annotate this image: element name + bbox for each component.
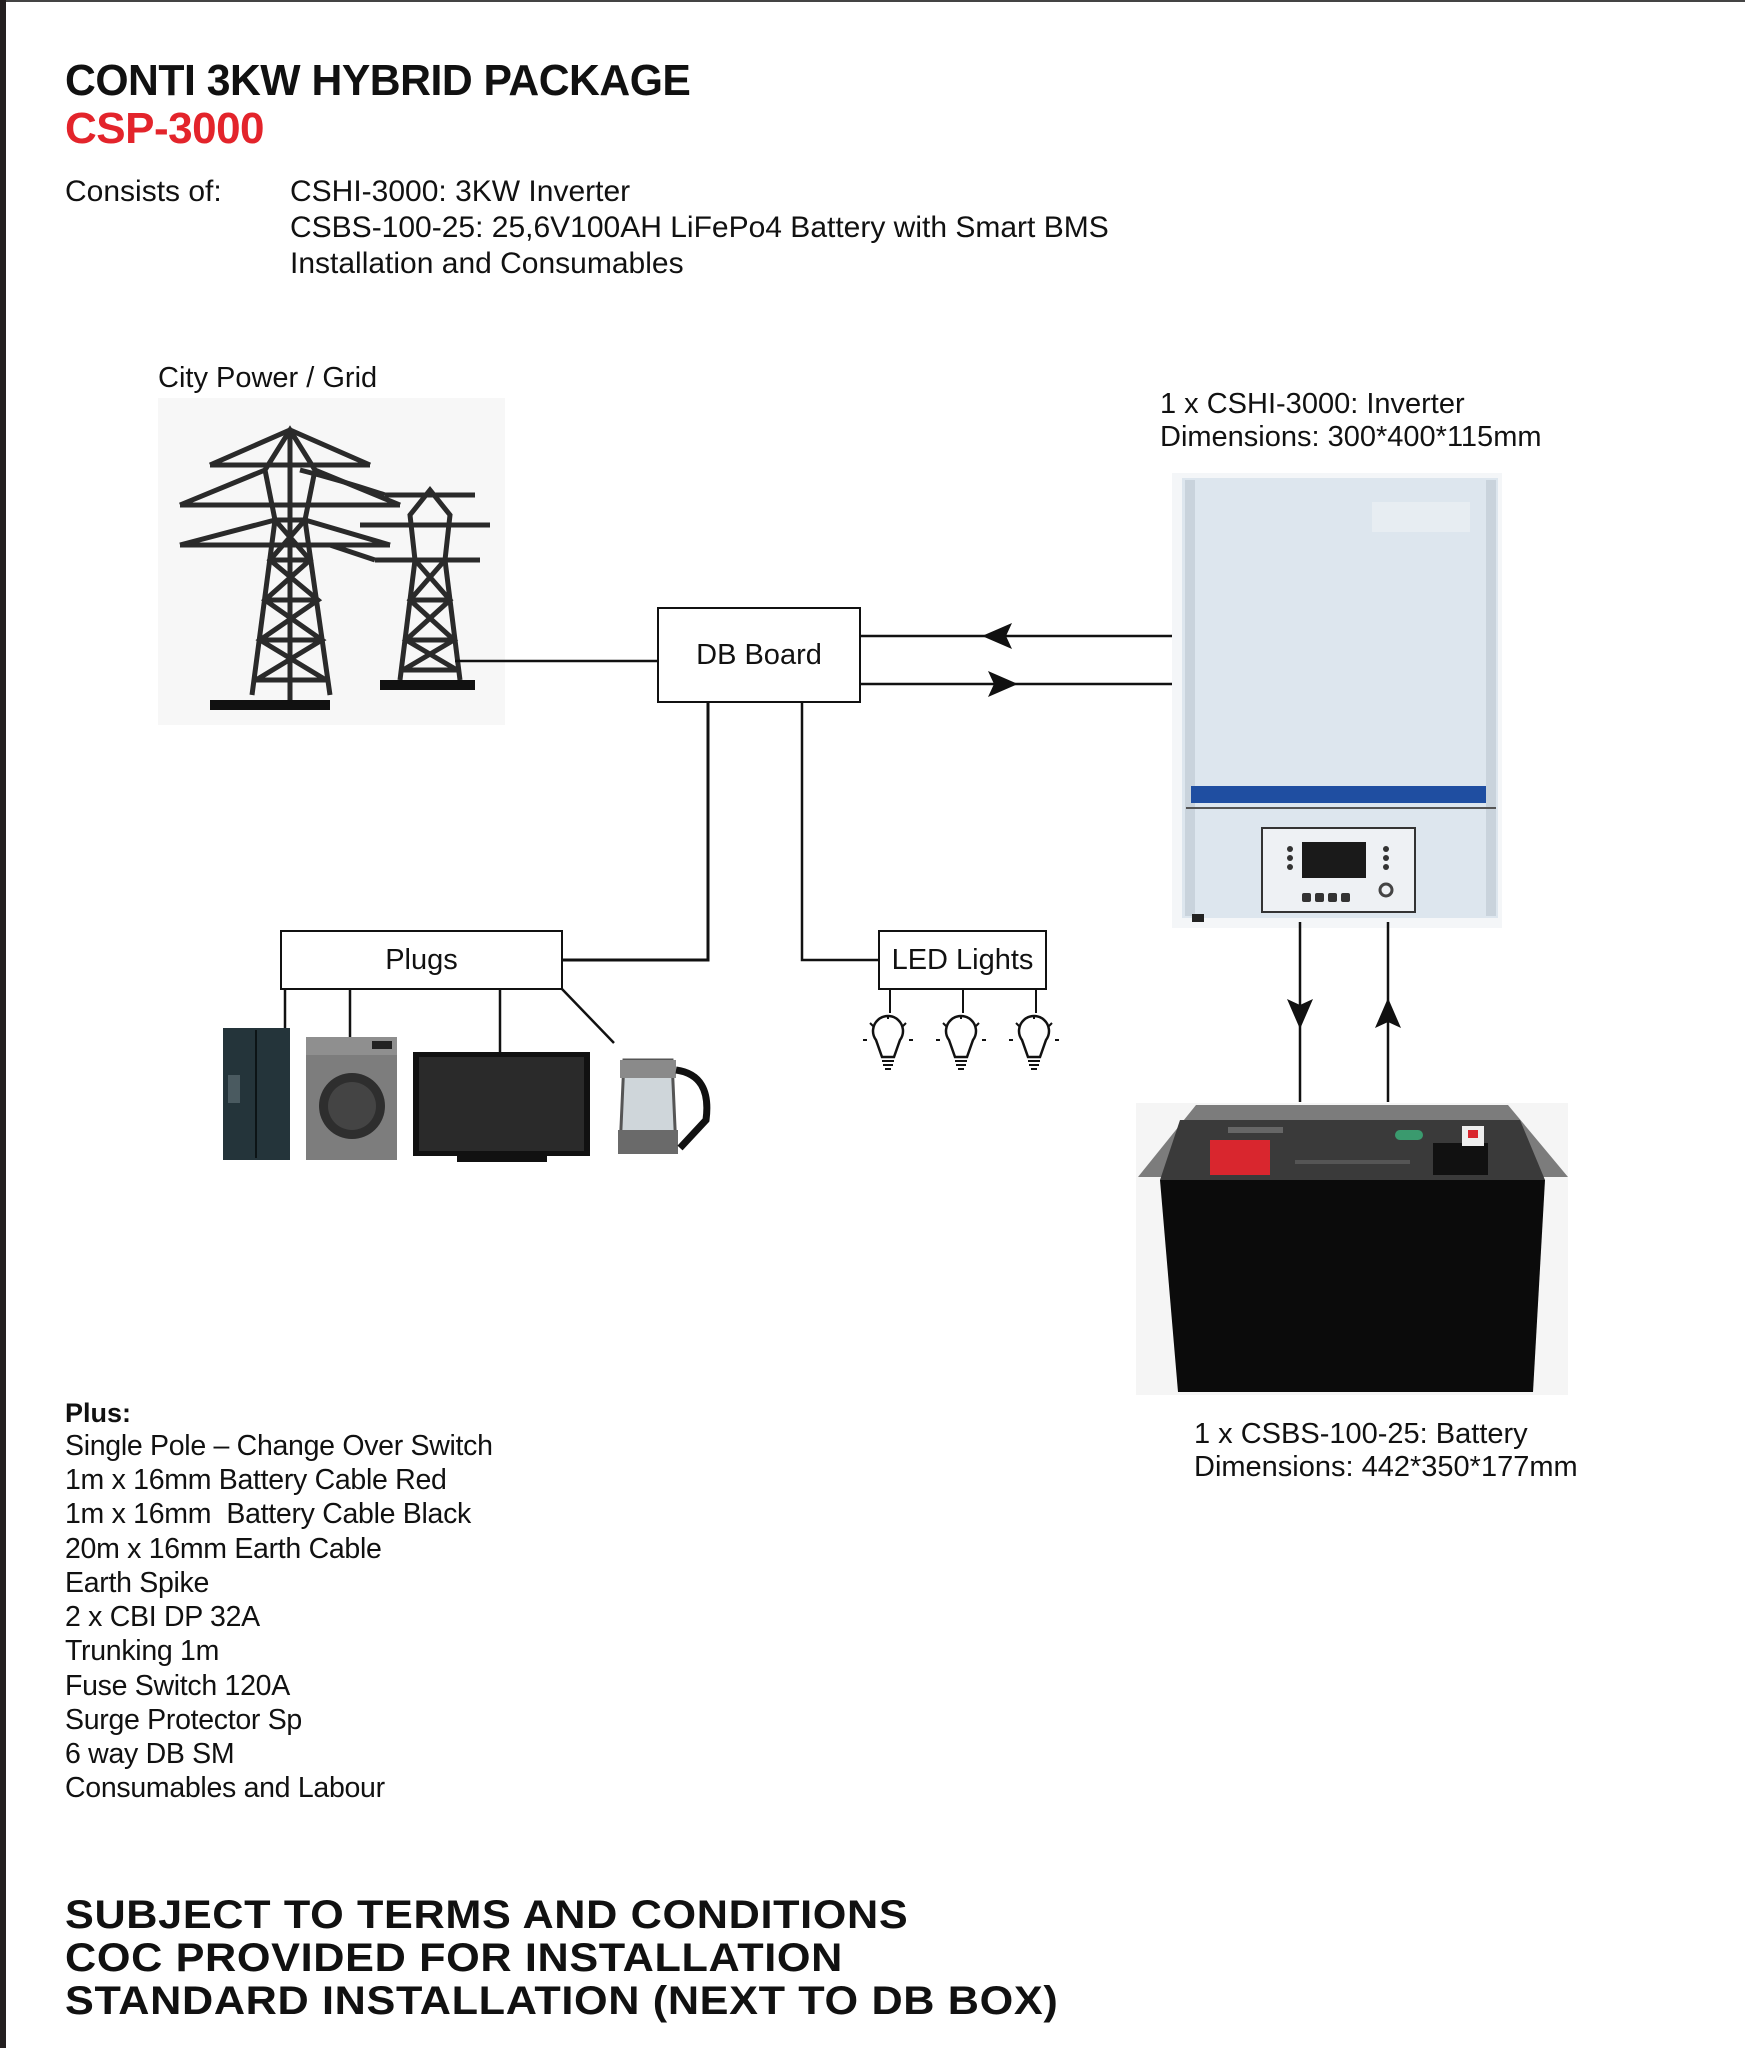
- consists-label: Consists of:: [65, 175, 222, 208]
- inverter-name: 1 x CSHI-3000: Inverter: [1160, 388, 1465, 420]
- plus-item: Trunking 1m: [65, 1635, 220, 1667]
- battery-terminal: [1210, 1140, 1270, 1175]
- plugs-box: Plugs: [280, 930, 563, 990]
- plus-item: 1m x 16mm Battery Cable Red: [65, 1464, 447, 1496]
- consists-item: CSHI-3000: 3KW Inverter: [290, 175, 631, 208]
- db-to-plugs-line: [562, 702, 710, 962]
- page-left-edge: [0, 0, 6, 2048]
- footer-standard-installation: STANDARD INSTALLATION (NEXT TO DB BOX): [65, 1979, 1059, 2023]
- bulb-icon: [863, 989, 913, 1070]
- bulb-icon: [1009, 989, 1059, 1070]
- bulb-icon: [936, 989, 986, 1070]
- package-code: CSP-3000: [65, 104, 265, 153]
- arrow-left-icon: [982, 623, 1012, 649]
- consists-item: Installation and Consumables: [290, 247, 684, 280]
- plus-item: 2 x CBI DP 32A: [65, 1601, 260, 1633]
- inverter-accent-band: [1191, 786, 1486, 803]
- led-lights-label: LED Lights: [891, 943, 1034, 976]
- kettle-icon: [618, 1058, 711, 1154]
- plug-drop-lines: [283, 988, 615, 1052]
- battery-name: 1 x CSBS-100-25: Battery: [1194, 1418, 1528, 1450]
- led-lights-box: LED Lights: [878, 930, 1047, 990]
- plugs-label: Plugs: [385, 943, 458, 976]
- page-top-edge: [6, 0, 1745, 2]
- plus-heading: Plus:: [65, 1398, 132, 1428]
- plus-item: Single Pole – Change Over Switch: [65, 1430, 493, 1462]
- plus-item: Earth Spike: [65, 1567, 210, 1599]
- fridge-icon: [223, 1028, 290, 1160]
- inverter-lcd-screen: [1302, 842, 1366, 878]
- led-bulbs: [863, 989, 1059, 1070]
- battery-icon: [1136, 1103, 1568, 1395]
- grid-label: City Power / Grid: [158, 362, 378, 394]
- washing-machine-icon: [306, 1037, 397, 1160]
- plus-item: 1m x 16mm Battery Cable Black: [65, 1498, 471, 1530]
- inverter-icon: [1172, 473, 1502, 928]
- arrow-right-icon: [988, 671, 1018, 697]
- plus-item: Fuse Switch 120A: [65, 1670, 290, 1702]
- page-title: CONTI 3KW HYBRID PACKAGE: [65, 56, 691, 105]
- power-tower-icon: [158, 398, 505, 725]
- db-board-box: DB Board: [657, 607, 861, 703]
- arrow-up-icon: [1375, 998, 1401, 1028]
- db-board-label: DB Board: [696, 638, 822, 671]
- inverter-dimensions: Dimensions: 300*400*115mm: [1160, 421, 1542, 453]
- plus-item: 20m x 16mm Earth Cable: [65, 1533, 382, 1565]
- battery-dimensions: Dimensions: 442*350*177mm: [1194, 1451, 1578, 1483]
- footer-terms: SUBJECT TO TERMS AND CONDITIONS: [65, 1893, 909, 1937]
- consists-item: CSBS-100-25: 25,6V100AH LiFePo4 Battery …: [290, 211, 1109, 244]
- plus-item: Surge Protector Sp: [65, 1704, 302, 1736]
- footer-coc: COC PROVIDED FOR INSTALLATION: [65, 1936, 843, 1980]
- plus-item: 6 way DB SM: [65, 1738, 235, 1770]
- television-icon: [413, 1052, 590, 1162]
- arrow-down-icon: [1287, 999, 1313, 1029]
- plus-item: Consumables and Labour: [65, 1772, 385, 1804]
- db-to-led-line: [800, 702, 878, 962]
